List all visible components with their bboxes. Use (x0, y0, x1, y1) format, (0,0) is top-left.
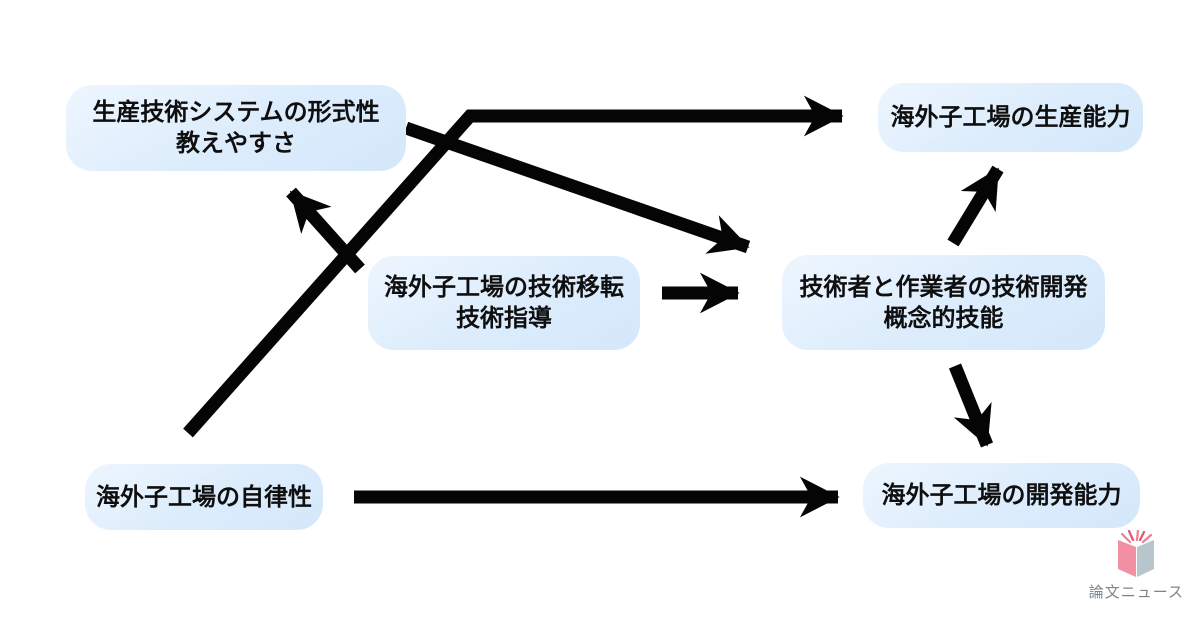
node-tech-transfer: 海外子工場の技術移転 技術指導 (368, 256, 640, 350)
node-autonomy: 海外子工場の自律性 (85, 464, 323, 530)
node-development-capability: 海外子工場の開発能力 (863, 463, 1140, 528)
node-label-line: 生産技術システムの形式性 (92, 99, 380, 126)
arrow-autonomy-to-production-capability (183, 95, 844, 438)
arrow-skill-development-to-development-capability (948, 363, 994, 448)
node-formality: 生産技術システムの形式性 教えやすさ (66, 85, 406, 171)
node-label-line: 海外子工場の技術移転 (384, 274, 624, 301)
node-label-line: 技術者と作業者の技術開発 (799, 273, 1088, 301)
node-label-line: 技術指導 (456, 305, 552, 332)
node-label-line: 海外子工場の生産能力 (890, 104, 1131, 131)
arrow-tech-transfer-to-formality (286, 187, 365, 274)
node-production-capability: 海外子工場の生産能力 (878, 83, 1143, 152)
node-label-line: 教えやすさ (176, 130, 296, 157)
book-icon (1118, 530, 1155, 577)
node-skill-development: 技術者と作業者の技術開発 概念的技能 (782, 255, 1105, 350)
arrow-formality-to-skill-development (403, 121, 751, 254)
node-label-line: 海外子工場の自律性 (96, 483, 312, 511)
arrow-skill-development-to-production-capability (947, 165, 1004, 247)
node-label-line: 海外子工場の開発能力 (881, 482, 1122, 509)
logo-text: 論文ニュース (1088, 584, 1184, 601)
logo: 論文ニュース (1089, 530, 1184, 602)
node-label-line: 概念的技能 (883, 304, 1004, 332)
